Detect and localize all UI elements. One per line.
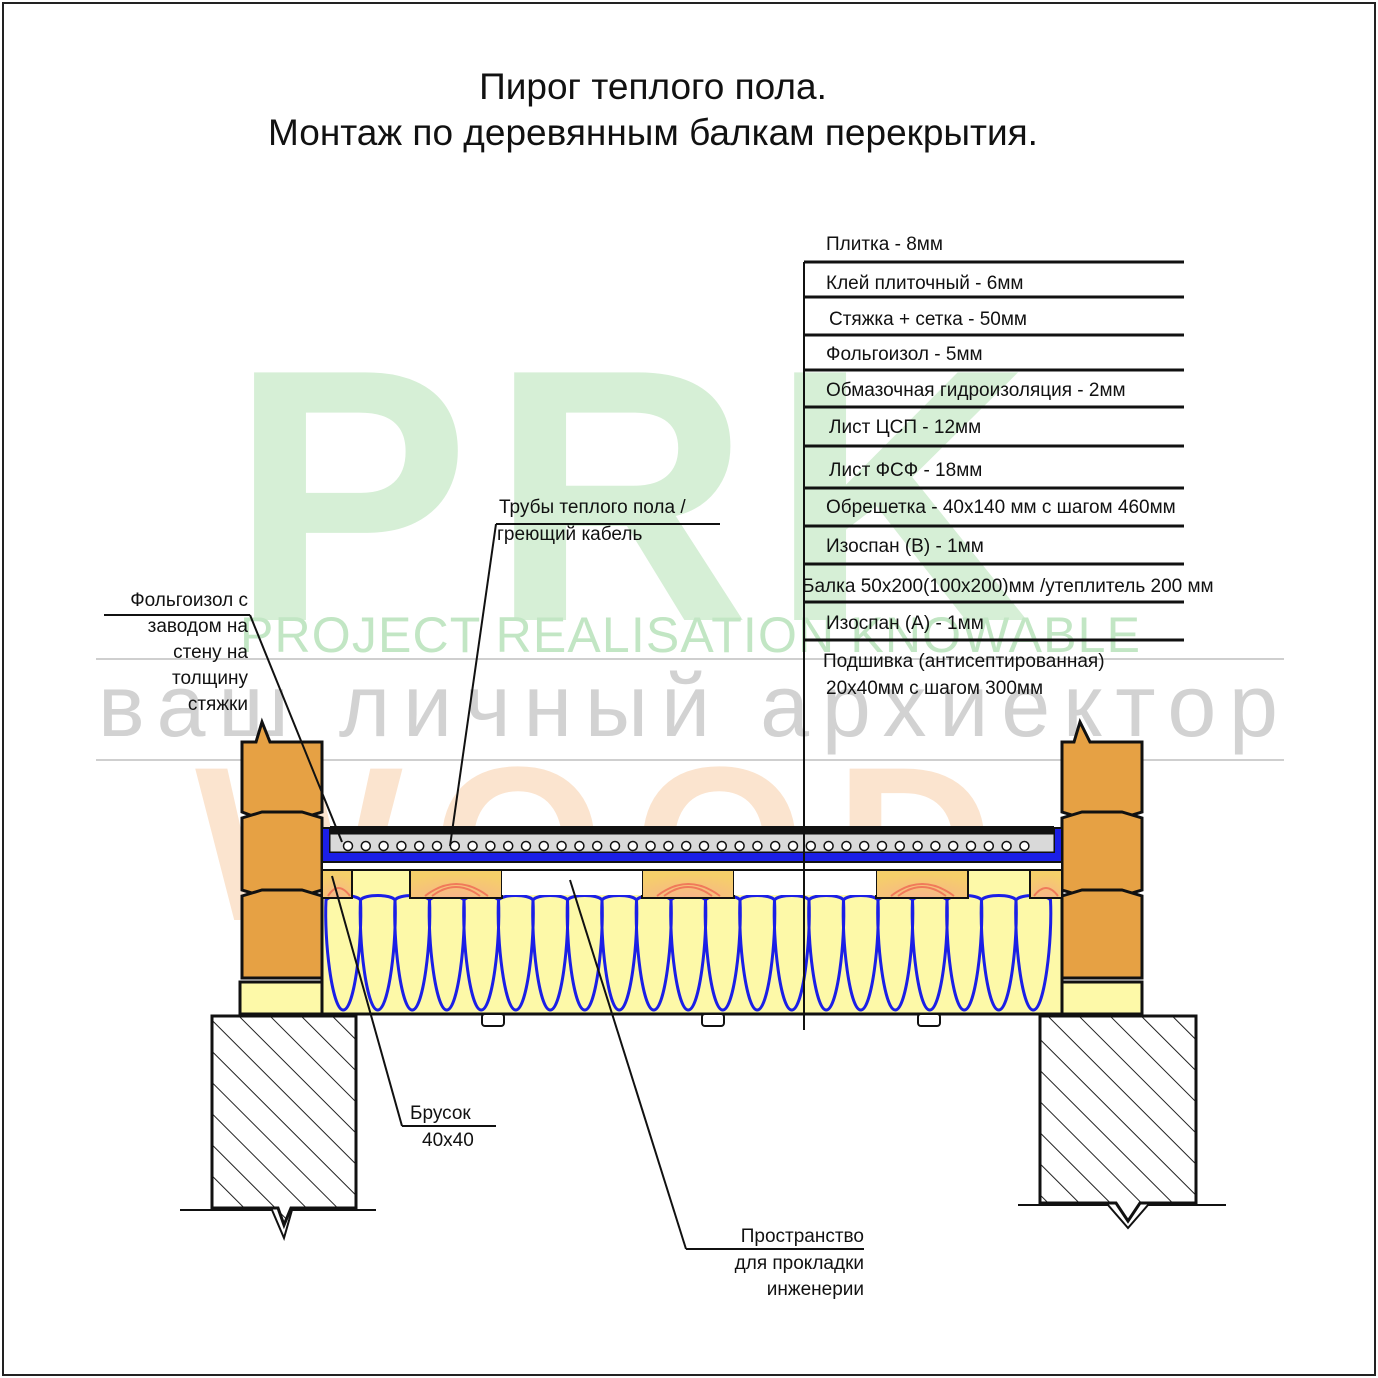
title-line-2: Монтаж по деревянным балкам перекрытия. [268,112,1038,153]
pipe [431,840,443,852]
layer-beam-insulation: Балка 50x200(100x200)мм /утеплитель 200 … [802,576,1214,597]
callout-space-1: Пространство [740,1226,864,1247]
heating-pipes [342,840,1030,852]
pipe [805,840,817,852]
insulation-loop [945,894,984,1012]
pipe [698,840,710,852]
insulation-loop [772,894,811,1012]
pipe [858,840,870,852]
insulation-loop [738,894,777,1012]
layer-tile-glue: Клей плиточный - 6мм [826,273,1024,294]
insulation-loop [531,894,570,1012]
callout-foil-1: Фольгоизол с [130,590,248,611]
layer-vapor-barrier: Изоспан (В) - 1мм [826,536,984,557]
pipe [823,840,834,852]
legend-lines [804,260,1184,642]
callout-bar-1: Брусок [410,1103,471,1124]
layer-foil: Фольгоизол - 5мм [826,344,983,365]
title-line-1: Пирог теплого пола. [479,66,827,107]
callout-foil-5: стяжки [187,694,248,715]
pipe [485,840,496,852]
layer-csp-sheet: Лист ЦСП - 12мм [829,417,982,438]
pipe [342,840,354,852]
pipe [520,840,532,852]
pipe [360,840,372,852]
insulation-loop [841,894,880,1012]
pipe [912,840,923,852]
left-log-wall [240,717,324,980]
watermark-tagline: PROJECT REALISATION KNOWABLE [240,607,1140,663]
pipe [538,840,550,852]
layer-tile: Плитка - 8мм [826,234,943,255]
pipe [467,840,478,852]
pipe [556,840,567,852]
pipe [876,840,888,852]
pipe [930,840,941,852]
callout-bar-2: 40x40 [422,1130,474,1151]
pipe [680,840,692,852]
pipe [716,840,728,852]
layer-waterproofing: Обмазочная гидроизоляция - 2мм [826,380,1126,401]
pipe [378,840,389,852]
pipe [787,840,799,852]
layer-screed: Стяжка + сетка - 50мм [829,309,1027,330]
pipe [734,840,745,852]
pipe [1019,840,1030,852]
pipe [663,840,674,852]
pipe [769,840,781,852]
insulation-loop [358,894,397,1012]
pipe [627,840,639,852]
pipe [752,840,763,852]
insulation-loop [807,894,846,1012]
beams [321,867,1063,899]
pipe [502,840,514,852]
right-log-wall [1060,717,1144,980]
watermark-logo: PRK [230,295,1050,697]
pipe [413,840,425,852]
tile-layer [330,826,1054,834]
insulation-loop [565,894,604,1012]
pipe [947,840,959,852]
callout-space-3: инженерии [766,1279,864,1300]
callout-space-2: для прокладки [734,1253,864,1274]
callout-foil-3: стену на [173,642,248,663]
plywood-sheet [321,861,1063,871]
callout-pipes-1: Трубы теплого пола / [499,497,686,518]
callout-foil-4: толщину [172,668,248,689]
pipe [965,840,977,852]
insulation-loop [979,894,1018,1012]
layer-lining-1: Подшивка (антисептированная) [823,651,1105,672]
pipe [983,840,995,852]
lining-strips [481,1013,941,1027]
insulation-loop [600,894,639,1012]
layer-lining-2: 20x40мм с шагом 300мм [826,678,1044,699]
pipe [894,840,906,852]
layer-battens: Обрешетка - 40x140 мм с шагом 460мм [826,497,1176,518]
callout-pipes-2: греющий кабель [497,524,643,545]
pipe [841,840,852,852]
pipe [396,840,407,852]
insulation-loop [496,894,535,1012]
left-sill-board [238,980,324,1016]
right-foundation [1018,1014,1226,1230]
layer-fsf-sheet: Лист ФСФ - 18мм [829,460,983,481]
layer-wind-barrier: Изоспан (А) - 1мм [826,613,984,634]
callout-foil-2: заводом на [147,616,248,637]
pipe [609,840,621,852]
pipe [645,840,656,852]
engineering-space-1 [502,871,642,895]
pipe [591,840,603,852]
pipe [574,840,585,852]
right-sill-board [1060,980,1144,1016]
left-foundation [180,1014,376,1241]
pipe [1001,840,1012,852]
pipe [449,840,461,852]
leader-lines [104,523,864,1250]
